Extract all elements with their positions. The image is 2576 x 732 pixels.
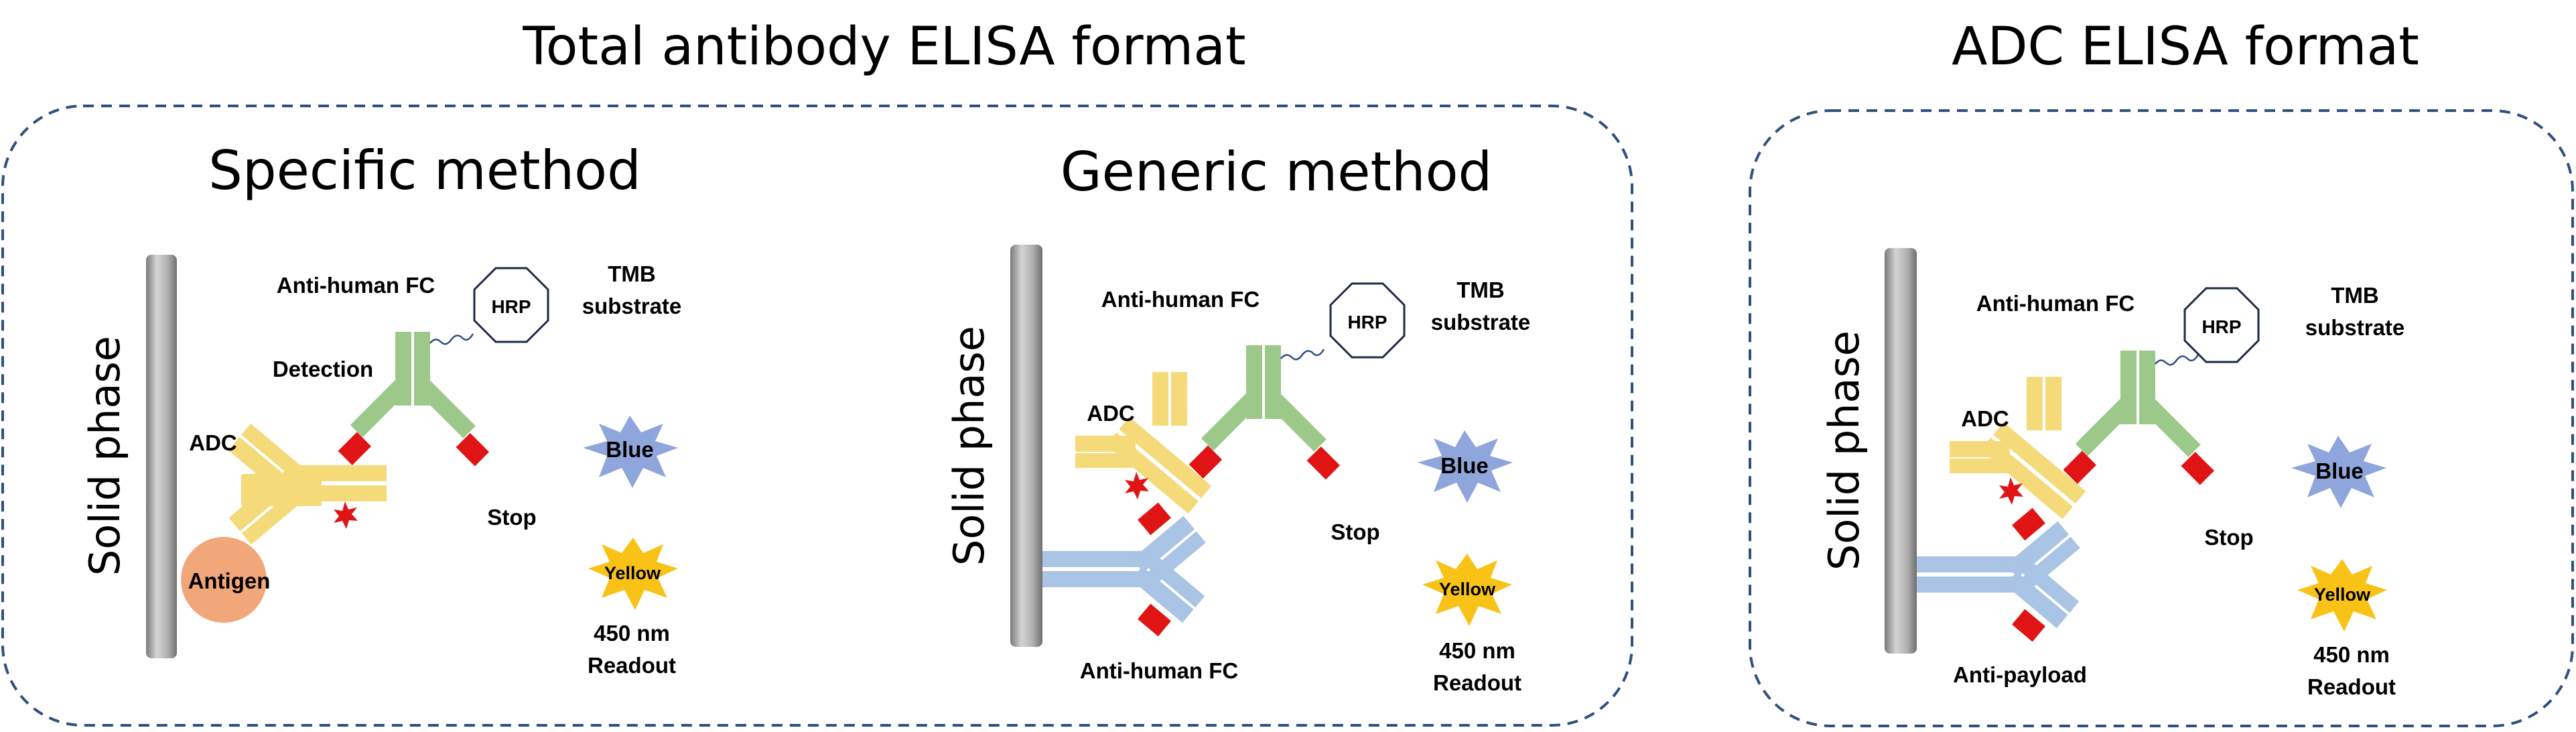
readout-label-line2: Readout: [1433, 670, 1521, 695]
anti-human-fc-detection-label: Anti-human FC: [1101, 287, 1260, 312]
readout-label-line2: Readout: [588, 653, 676, 678]
adc-antibody: [1950, 377, 2086, 520]
hrp-linker-icon: [1280, 349, 1325, 361]
solid-phase-label: Solid phase: [80, 336, 129, 576]
antigen-label: Antigen: [188, 568, 271, 593]
adc-label: ADC: [189, 430, 237, 455]
capture-antibody: [1917, 507, 2080, 642]
readout-label-line1: 450 nm: [2313, 642, 2390, 667]
payload-star-icon: [1999, 477, 2023, 505]
blue-label: Blue: [2315, 459, 2364, 483]
payload-star-icon: [1125, 472, 1149, 499]
hrp-octagon-icon: [473, 267, 549, 343]
hrp-linker-icon: [2155, 354, 2199, 366]
generic-method-heading: Generic method: [1061, 141, 1493, 203]
yellow-burst-icon: [2297, 559, 2387, 631]
detection-antibody: [2063, 351, 2215, 485]
tmb-label-line2: substrate: [2305, 315, 2405, 340]
adc-antibody: [1075, 372, 1212, 514]
adc-label: ADC: [1961, 406, 2009, 431]
hrp-octagon-icon: [1329, 282, 1406, 359]
yellow-label: Yellow: [1439, 579, 1496, 599]
detection-antibody: [1189, 345, 1341, 480]
adc-label: ADC: [1087, 401, 1135, 426]
tmb-label-line2: substrate: [582, 294, 682, 318]
anti-human-fc-capture-label: Anti-human FC: [1080, 658, 1238, 683]
hrp-label: HRP: [491, 296, 531, 317]
stop-label: Stop: [1331, 520, 1379, 544]
solid-phase-label: Solid phase: [1820, 330, 1869, 570]
adc-elisa-title: ADC ELISA format: [1952, 17, 2419, 77]
solid-phase-bar: [146, 255, 177, 658]
yellow-label: Yellow: [604, 563, 661, 583]
anti-human-fc-detection-label: Anti-human FC: [1976, 291, 2134, 316]
hrp-label: HRP: [1347, 312, 1387, 332]
anti-payload-label: Anti-payload: [1953, 662, 2087, 687]
payload-star-icon: [334, 501, 358, 529]
tmb-label-line1: TMB: [1456, 278, 1504, 302]
solid-phase-bar: [1885, 248, 1917, 654]
anti-human-fc-label: Anti-human FC: [277, 273, 435, 298]
yellow-burst-icon: [588, 538, 678, 610]
adc-antibody-arms: [228, 423, 387, 545]
tmb-label-line2: substrate: [1431, 310, 1531, 334]
detection-antibody: [338, 332, 490, 467]
tmb-label-line1: TMB: [608, 261, 655, 286]
readout-label-line1: 450 nm: [594, 621, 670, 646]
readout-label-line2: Readout: [2307, 674, 2396, 699]
solid-phase-bar: [1010, 245, 1042, 647]
readout-label-line1: 450 nm: [1439, 638, 1515, 663]
hrp-linker-icon: [429, 333, 474, 345]
capture-antibody: [1042, 502, 1206, 637]
blue-burst-icon: [1418, 430, 1513, 503]
hrp-octagon-icon: [2183, 287, 2260, 363]
total-antibody-title: Total antibody ELISA format: [522, 17, 1245, 77]
antigen-circle: [181, 537, 267, 623]
stop-label: Stop: [487, 505, 536, 530]
yellow-burst-icon: [1422, 554, 1512, 626]
blue-burst-icon: [583, 416, 678, 488]
generic-method-panel: Generic method Solid phase ADC: [945, 141, 1530, 695]
yellow-label: Yellow: [2314, 585, 2371, 605]
adc-elisa-panel: Solid phase ADC: [1820, 248, 2404, 699]
specific-method-panel: Specific method Solid phase Antigen ADC: [80, 139, 681, 678]
stop-label: Stop: [2204, 525, 2253, 550]
detection-label: Detection: [273, 357, 373, 381]
hrp-label: HRP: [2201, 316, 2241, 337]
blue-label: Blue: [1440, 453, 1489, 478]
total-antibody-panel-border: [1, 105, 1633, 727]
blue-burst-icon: [2291, 436, 2386, 508]
solid-phase-label: Solid phase: [945, 326, 994, 566]
adc-panel-border: [1749, 109, 2574, 727]
tmb-label-line1: TMB: [2331, 283, 2378, 308]
specific-method-heading: Specific method: [208, 139, 641, 202]
blue-label: Blue: [606, 437, 654, 462]
